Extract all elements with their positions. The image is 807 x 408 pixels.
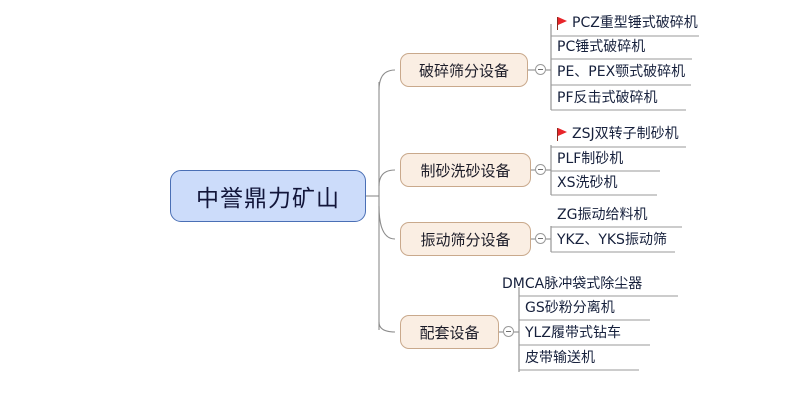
leaf-item-label: ZSJ双转子制砂机 — [572, 126, 679, 142]
collapse-minus-icon-branch-4[interactable] — [503, 326, 514, 337]
leaf-item[interactable]: YLZ履带式钻车 — [519, 320, 629, 346]
leaf-item-label: DMCA脉冲袋式除尘器 — [502, 276, 643, 292]
branch-node-sand-making-washing[interactable]: 制砂洗砂设备 — [400, 153, 531, 187]
leaf-item-label: YKZ、YKS振动筛 — [557, 232, 667, 248]
branch-node-crushing-screening[interactable]: 破碎筛分设备 — [400, 53, 528, 87]
leaf-item[interactable]: PLF制砂机 — [551, 146, 631, 172]
collapse-minus-icon-branch-1[interactable] — [535, 64, 546, 75]
leaf-item-label: PLF制砂机 — [557, 151, 624, 167]
root-node[interactable]: 中誉鼎力矿山 — [170, 170, 366, 222]
leaf-item[interactable]: ZSJ双转子制砂机 — [551, 121, 687, 147]
elbow-branch-1 — [378, 69, 396, 91]
branch-node-vibrating-screening[interactable]: 振动筛分设备 — [400, 222, 531, 256]
leaf-item[interactable]: 皮带输送机 — [519, 345, 603, 371]
leaf-item[interactable]: PE、PEX颚式破碎机 — [551, 59, 693, 85]
leaf-item[interactable]: ZG振动给料机 — [551, 202, 655, 228]
elbow-branch-4 — [378, 321, 396, 333]
branch-node-label: 振动筛分设备 — [420, 230, 511, 249]
leaf-item[interactable]: XS洗砂机 — [551, 170, 625, 196]
elbow-branch-2 — [378, 169, 396, 187]
leaf-item[interactable]: GS砂粉分离机 — [519, 295, 623, 321]
branch-node-label: 破碎筛分设备 — [418, 61, 509, 80]
red-flag-icon — [557, 127, 569, 141]
collapse-minus-icon-branch-2[interactable] — [535, 164, 546, 175]
leaf-item[interactable]: PC锤式破碎机 — [551, 34, 653, 60]
red-flag-icon — [557, 16, 569, 30]
branch-node-label: 制砂洗砂设备 — [420, 161, 511, 180]
branch-node-supporting-equipment[interactable]: 配套设备 — [400, 315, 499, 349]
branch-node-label: 配套设备 — [419, 323, 480, 342]
leaf-item-label: GS砂粉分离机 — [525, 300, 615, 316]
leaf-item[interactable]: YKZ、YKS振动筛 — [551, 227, 675, 253]
leaf-item-label: PE、PEX颚式破碎机 — [557, 64, 686, 80]
leaf-item-label: PC锤式破碎机 — [557, 39, 646, 55]
leaf-item-label: ZG振动给料机 — [557, 207, 648, 223]
leaf-item[interactable]: PCZ重型锤式破碎机 — [551, 10, 706, 36]
collapse-minus-icon-branch-3[interactable] — [535, 233, 546, 244]
elbow-branch-3 — [378, 205, 396, 240]
leaf-item[interactable]: PF反击式破碎机 — [551, 85, 666, 111]
leaf-item-label: YLZ履带式钻车 — [525, 325, 621, 341]
root-node-label: 中誉鼎力矿山 — [196, 186, 340, 212]
leaf-item-label: PF反击式破碎机 — [557, 90, 658, 106]
leaf-item-label: 皮带输送机 — [525, 350, 595, 366]
leaf-item-label: XS洗砂机 — [557, 175, 618, 191]
leaf-item-label: PCZ重型锤式破碎机 — [572, 15, 698, 31]
leaf-item[interactable]: DMCA脉冲袋式除尘器 — [496, 271, 650, 297]
